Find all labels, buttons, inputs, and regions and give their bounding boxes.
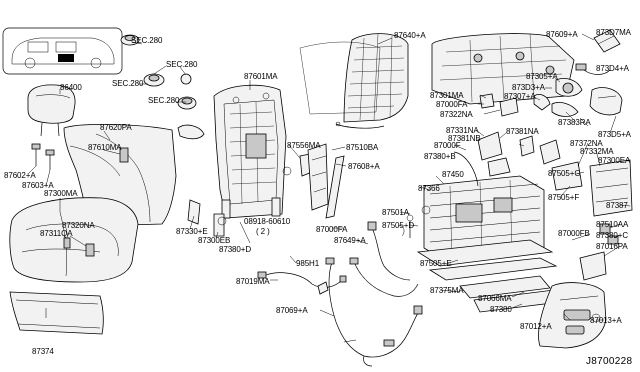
part-87013a-label: 87013+A bbox=[590, 316, 622, 325]
sec280-parts bbox=[120, 34, 197, 110]
part-87505e-label: 87505+E bbox=[420, 259, 452, 268]
part-87300ea-label: 87300EA bbox=[598, 156, 631, 165]
seat-side-shield bbox=[538, 251, 607, 349]
part-87305a-label: 87305+A bbox=[526, 72, 558, 81]
part-87602a-label: 87602+A bbox=[4, 171, 36, 180]
part-87649a-label: 87649+A bbox=[334, 236, 366, 245]
part-87450-label: 87450 bbox=[442, 170, 464, 179]
part-87000fa-top-label: 87000FA bbox=[436, 100, 468, 109]
part-87505g-label: 87505+G bbox=[548, 169, 581, 178]
headrest bbox=[27, 84, 76, 137]
part-87505f-label: 87505+F bbox=[548, 193, 580, 202]
seat-cushion-trim bbox=[9, 197, 139, 283]
wire-harness-lower bbox=[317, 221, 423, 367]
part-87505d-label: 87505+D bbox=[382, 221, 414, 230]
part-87620pa-label: 87620PA bbox=[100, 123, 132, 132]
wire-harness-upper bbox=[257, 271, 347, 288]
part-873d5a-label: 873D5+A bbox=[598, 130, 631, 139]
part-873d7ma-label: 873D7MA bbox=[596, 28, 631, 37]
vehicle-locator-inset bbox=[2, 27, 123, 75]
part-86400-label: 86400 bbox=[60, 83, 82, 92]
part-87012a-label: 87012+A bbox=[520, 322, 552, 331]
small-brackets bbox=[187, 143, 345, 237]
track-brackets bbox=[397, 131, 583, 238]
sec280-label-b: SEC.280 bbox=[166, 60, 198, 69]
sec280-label-d: SEC.280 bbox=[148, 96, 180, 105]
part-87510aa-label: 87510AA bbox=[596, 220, 629, 229]
part-873d4a-label: 873D4+A bbox=[596, 64, 629, 73]
part-87501a-label: 87501A bbox=[382, 208, 409, 217]
headrest-guides bbox=[31, 143, 55, 170]
part-87019ma-label: 87019MA bbox=[236, 277, 270, 286]
part-87332ma-label: 87332MA bbox=[580, 147, 614, 156]
part-87383ra-label: 87383RA bbox=[558, 118, 591, 127]
seat-rails bbox=[459, 159, 633, 315]
part-87307a-label: 87307+A bbox=[504, 92, 536, 101]
part-87556ma-label: 87556MA bbox=[287, 141, 321, 150]
part-87603a-label: 87603+A bbox=[22, 181, 54, 190]
cushion-front-panel bbox=[9, 291, 104, 335]
part-87381na-label: 87381NA bbox=[506, 127, 539, 136]
part-87320na-label: 87320NA bbox=[62, 221, 95, 230]
seat-back-frame bbox=[213, 84, 287, 219]
part-87640a-label: 87640+A bbox=[394, 31, 426, 40]
part-87000f-label: 87000F bbox=[434, 141, 461, 150]
part-87375ma-label: 87375MA bbox=[430, 286, 464, 295]
part-87016pa-label: 87016PA bbox=[596, 242, 628, 251]
part-87380c-label: 87380+C bbox=[596, 231, 628, 240]
sec280-label-c: SEC.280 bbox=[112, 79, 144, 88]
seat-track bbox=[416, 175, 558, 281]
part-87601ma-label: 87601MA bbox=[244, 72, 278, 81]
part-87380-label: 87380 bbox=[490, 305, 512, 314]
part-87066ma-label: 87066MA bbox=[478, 294, 512, 303]
part-87069a-label: 87069+A bbox=[276, 306, 308, 315]
part-87387-label: 87387 bbox=[606, 201, 628, 210]
part-87366-label: 87366 bbox=[418, 184, 440, 193]
lumbar-motor bbox=[479, 29, 623, 117]
part-985h1-label: 985H1 bbox=[296, 259, 320, 268]
part-08918-qty-label: ( 2 ) bbox=[256, 227, 270, 236]
leader-lines bbox=[27, 33, 631, 321]
seat-back-board bbox=[299, 41, 381, 115]
part-87300eb-label: 87300EB bbox=[198, 236, 231, 245]
part-87609a-label: 87609+A bbox=[546, 30, 578, 39]
part-87000fa-mid-label: 87000FA bbox=[316, 225, 348, 234]
part-87380d-label: 87380+D bbox=[219, 245, 251, 254]
part-87381nb-label: 87381NB bbox=[448, 134, 481, 143]
part-87608a-label: 87608+A bbox=[348, 162, 380, 171]
part-87000fb-label: 87000FB bbox=[558, 229, 590, 238]
part-87330e-label: 87330+E bbox=[176, 227, 208, 236]
part-87510ba-label: 87510BA bbox=[346, 143, 379, 152]
part-87610ma-label: 87610MA bbox=[88, 143, 122, 152]
part-87372na-label: 87372NA bbox=[570, 139, 603, 148]
part-87374-label: 87374 bbox=[32, 347, 54, 356]
seat-back-pad bbox=[335, 33, 409, 129]
part-87331na-label: 87331NA bbox=[446, 126, 479, 135]
part-87311qa-label: 87311QA bbox=[40, 229, 73, 238]
sec280-label-a: SEC.280 bbox=[131, 36, 163, 45]
part-08918-label: 08918-60610 bbox=[244, 217, 291, 226]
part-873d3a-label: 873D3+A bbox=[512, 83, 545, 92]
part-87322na-label: 87322NA bbox=[440, 110, 473, 119]
part-87380b-label: 87380+B bbox=[424, 152, 456, 161]
part-87300ma-label: 87300MA bbox=[44, 189, 78, 198]
diagram-id: J8700228 bbox=[586, 356, 633, 367]
part-87301ma-label: 87301MA bbox=[430, 91, 464, 100]
